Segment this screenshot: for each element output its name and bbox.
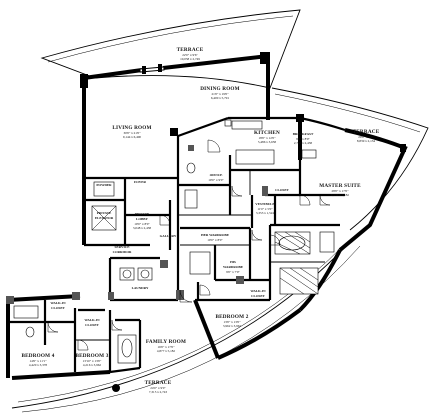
- svg-text:LIVING ROOM: LIVING ROOM: [112, 125, 151, 131]
- svg-text:CLOSET: CLOSET: [51, 306, 65, 310]
- room-gallery: GALLERY: [160, 234, 177, 238]
- svg-text:8,534 x 5,182: 8,534 x 5,182: [331, 193, 349, 198]
- svg-text:13'10" x 13'0": 13'10" x 13'0": [83, 359, 102, 363]
- room-master-suite: MASTER SUITE 28'0" x 17'0" 8,534 x 5,182: [319, 183, 361, 198]
- svg-text:9'0" x 7'0": 9'0" x 7'0": [226, 270, 240, 274]
- svg-text:10'0" x 8'0": 10'0" x 8'0": [207, 238, 223, 242]
- svg-text:TERRACE: TERRACE: [353, 129, 380, 135]
- room-bedroom-2: BEDROOM 2 13'0" x 13'0" 3,962 x 3,962: [215, 314, 248, 329]
- room-office: OFFICE 10'0" x 9'0": [208, 173, 224, 182]
- svg-text:4,420 x 3,378: 4,420 x 3,378: [29, 363, 47, 368]
- svg-text:9,144 x 6,400: 9,144 x 6,400: [123, 135, 141, 140]
- svg-text:24'0" x 9'0": 24'0" x 9'0": [150, 386, 166, 390]
- svg-text:10'0" x 8'0": 10'0" x 8'0": [134, 222, 150, 226]
- svg-text:3,962 x 3,962: 3,962 x 3,962: [223, 324, 241, 329]
- svg-text:10'0" x 9'0": 10'0" x 9'0": [208, 178, 224, 182]
- room-closet: CLOSET: [275, 188, 289, 192]
- svg-text:WALK-IN: WALK-IN: [250, 289, 266, 293]
- svg-text:29'0" x 7'0": 29'0" x 7'0": [358, 135, 374, 139]
- room-terrace-top: TERRACE 22'0" x 9'6" 10,058 x 2,749: [177, 47, 204, 62]
- room-her-wardrobe: HER WARDROBE 10'0" x 8'0": [201, 233, 230, 242]
- room-walkin-closet-b2: WALK-IN CLOSET: [250, 289, 266, 298]
- room-terrace-right: TERRACE 29'0" x 7'0" 8,839 x 2,134: [353, 129, 380, 144]
- svg-text:HIS: HIS: [230, 260, 236, 264]
- svg-text:11'0" x 5'0": 11'0" x 5'0": [257, 207, 273, 211]
- svg-text:5,486 x 3,658: 5,486 x 3,658: [258, 140, 276, 145]
- svg-text:PRIVATE: PRIVATE: [135, 212, 150, 216]
- svg-text:BREAKFAST: BREAKFAST: [293, 132, 314, 136]
- svg-text:FAMILY ROOM: FAMILY ROOM: [146, 339, 186, 345]
- svg-text:2,743 x 2,438: 2,743 x 2,438: [294, 141, 312, 146]
- svg-text:LOBBY: LOBBY: [136, 217, 148, 221]
- svg-text:13'0" x 13'0": 13'0" x 13'0": [223, 320, 241, 324]
- svg-text:WALK-IN: WALK-IN: [50, 301, 66, 305]
- svg-text:WALK-IN: WALK-IN: [84, 318, 100, 322]
- svg-text:CLOSET: CLOSET: [85, 323, 99, 327]
- fixtures: [13, 119, 335, 392]
- svg-text:VESTIBULE: VESTIBULE: [255, 202, 275, 206]
- svg-text:CLOSET: CLOSET: [251, 294, 265, 298]
- terrace-railings: [11, 9, 429, 413]
- svg-text:21'0" x 19'0": 21'0" x 19'0": [211, 92, 229, 96]
- svg-text:8,839 x 2,134: 8,839 x 2,134: [357, 139, 375, 144]
- svg-text:ELEVATOR: ELEVATOR: [95, 216, 114, 220]
- svg-text:WARDROBE: WARDROBE: [223, 265, 244, 269]
- svg-text:HER WARDROBE: HER WARDROBE: [201, 233, 230, 237]
- svg-text:16'0" x 17'0": 16'0" x 17'0": [157, 345, 175, 349]
- svg-text:SERVICE: SERVICE: [115, 245, 131, 249]
- room-walkin-closet-mid: WALK-IN CLOSET: [84, 318, 100, 327]
- room-powder: POWDER: [96, 183, 112, 187]
- svg-text:KITCHEN: KITCHEN: [254, 130, 280, 136]
- svg-text:TERRACE: TERRACE: [177, 47, 204, 53]
- room-terrace-bottom: TERRACE 24'0" x 9'0" 7,315 x 2,743: [145, 380, 172, 395]
- svg-text:30'0" x 21'0": 30'0" x 21'0": [123, 131, 141, 135]
- room-foyer: FOYER: [134, 180, 146, 184]
- svg-text:7,315 x 2,743: 7,315 x 2,743: [149, 390, 167, 395]
- room-bedroom-3: BEDROOM 3 13'10" x 13'0" 4,216 x 3,962: [75, 353, 108, 368]
- svg-text:18'0" x 12'0": 18'0" x 12'0": [258, 136, 276, 140]
- svg-text:BEDROOM 2: BEDROOM 2: [215, 314, 248, 320]
- room-walkin-closet-left: WALK-IN CLOSET: [50, 301, 66, 310]
- room-kitchen: KITCHEN 18'0" x 12'0" 5,486 x 3,658: [254, 130, 280, 145]
- svg-text:4,877 x 5,182: 4,877 x 5,182: [157, 349, 175, 354]
- windows: [80, 52, 406, 152]
- doors: [47, 139, 331, 351]
- svg-text:10,058 x 2,749: 10,058 x 2,749: [180, 57, 200, 62]
- svg-text:6,400 x 5,791: 6,400 x 5,791: [211, 96, 229, 101]
- svg-text:TERRACE: TERRACE: [145, 380, 172, 386]
- svg-text:DINING ROOM: DINING ROOM: [200, 86, 240, 92]
- room-service-corridor: SERVICE CORRIDOR: [113, 245, 132, 254]
- room-laundry: LAUNDRY: [132, 286, 149, 290]
- svg-text:OFFICE: OFFICE: [210, 173, 224, 177]
- svg-text:22'0" x 9'6": 22'0" x 9'6": [182, 53, 198, 57]
- room-breakfast: BREAKFAST 9'0" x 8'0" 2,743 x 2,438: [293, 132, 314, 146]
- svg-text:BEDROOM 4: BEDROOM 4: [21, 353, 54, 359]
- svg-text:14'6" x 11'1": 14'6" x 11'1": [30, 359, 48, 363]
- svg-text:PRIVATE: PRIVATE: [97, 211, 112, 215]
- svg-text:CORRIDOR: CORRIDOR: [113, 250, 132, 254]
- svg-text:BEDROOM 3: BEDROOM 3: [75, 353, 108, 359]
- room-vestibule: VESTIBULE 11'0" x 5'0" 3,353 x 1,524: [255, 202, 275, 216]
- room-living: LIVING ROOM 30'0" x 21'0" 9,144 x 6,400: [112, 125, 151, 140]
- svg-text:9'0" x 8'0": 9'0" x 8'0": [296, 137, 310, 141]
- svg-text:28'0" x 17'0": 28'0" x 17'0": [331, 189, 349, 193]
- room-private-lobby: PRIVATE LOBBY 10'0" x 8'0" 3,048 x 2,438: [133, 212, 151, 231]
- svg-text:4,216 x 3,962: 4,216 x 3,962: [83, 363, 101, 368]
- room-labels: TERRACE 22'0" x 9'6" 10,058 x 2,749 DINI…: [21, 47, 379, 395]
- svg-text:MASTER SUITE: MASTER SUITE: [319, 183, 361, 189]
- room-bedroom-4: BEDROOM 4 14'6" x 11'1" 4,420 x 3,378: [21, 353, 54, 368]
- svg-text:3,048 x 2,438: 3,048 x 2,438: [133, 226, 151, 231]
- room-family: FAMILY ROOM 16'0" x 17'0" 4,877 x 5,182: [146, 339, 186, 354]
- svg-text:3,353 x 1,524: 3,353 x 1,524: [256, 211, 274, 216]
- room-his-wardrobe: HIS WARDROBE 9'0" x 7'0": [223, 260, 244, 274]
- room-elevator: PRIVATE ELEVATOR: [95, 211, 114, 220]
- room-dining: DINING ROOM 21'0" x 19'0" 6,400 x 5,791: [200, 86, 240, 101]
